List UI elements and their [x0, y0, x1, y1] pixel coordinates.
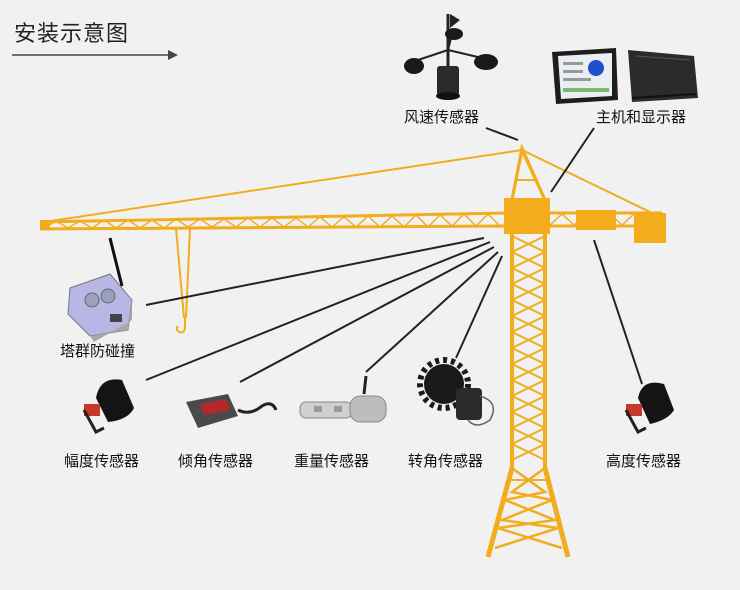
rotation-sensor-icon [417, 357, 495, 426]
anemometer-icon [404, 14, 498, 100]
label-anticollision: 塔群防碰撞 [60, 342, 136, 360]
leader-lines [145, 127, 643, 385]
label-wind-sensor: 风速传感器 [404, 108, 480, 126]
label-tilt-sensor: 倾角传感器 [178, 452, 254, 470]
height-sensor-icon [624, 382, 674, 434]
label-rotation-sensor: 转角传感器 [408, 452, 484, 470]
label-height-sensor: 高度传感器 [606, 452, 682, 470]
amplitude-sensor-icon [82, 379, 134, 434]
page-title: 安装示意图 [14, 22, 130, 47]
label-amplitude-sensor: 幅度传感器 [64, 452, 140, 470]
tilt-sensor-icon [186, 394, 278, 428]
weight-sensor-icon [299, 375, 387, 423]
host-display-icon [552, 48, 698, 104]
label-weight-sensor: 重量传感器 [294, 452, 370, 470]
title-arrow-icon [12, 50, 178, 60]
label-host-display: 主机和显示器 [596, 108, 687, 126]
anticollision-device-icon [67, 237, 133, 342]
crane-blocks [40, 198, 666, 243]
